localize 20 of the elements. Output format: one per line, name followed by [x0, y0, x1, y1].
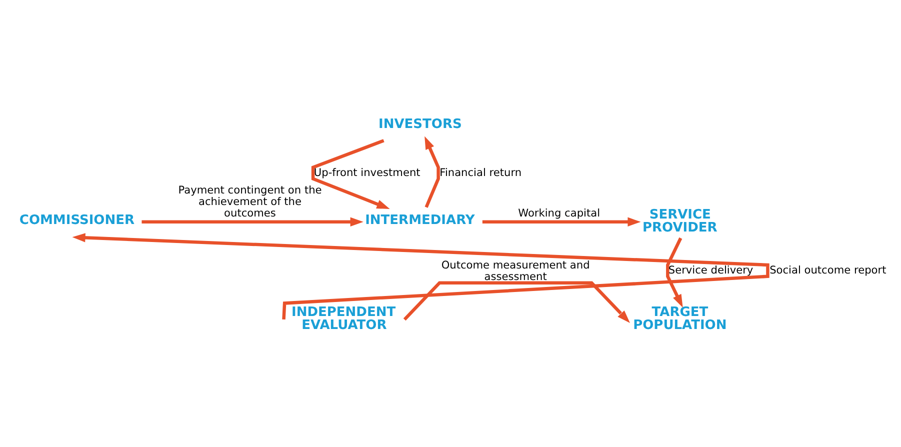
- node-text: TARGET POPULATION: [633, 305, 727, 334]
- node-text: SERVICE PROVIDER: [642, 207, 718, 236]
- edge-label: Social outcome report: [770, 264, 886, 276]
- node-text: INDEPENDENT EVALUATOR: [291, 305, 396, 334]
- edge-label: Financial return: [440, 166, 522, 179]
- node-text: INVESTORS: [378, 117, 462, 132]
- arrow: [403, 281, 630, 324]
- arrow: [482, 217, 641, 226]
- arrow: [72, 233, 770, 320]
- edge-label: Working capital: [518, 208, 600, 220]
- edge-label: Outcome measurement and assessment: [441, 260, 590, 283]
- node-text: COMMISSIONER: [19, 213, 135, 228]
- arrow: [142, 217, 364, 226]
- edge-label: Up-front investment: [314, 166, 420, 179]
- edge-label: Service delivery: [668, 264, 754, 276]
- arrow: [424, 136, 440, 208]
- arrow: [311, 139, 390, 210]
- arrow: [666, 237, 683, 308]
- edge-label: Payment contingent on the achievement of the outcomes: [178, 184, 322, 220]
- node-text: INTERMEDIARY: [365, 213, 475, 228]
